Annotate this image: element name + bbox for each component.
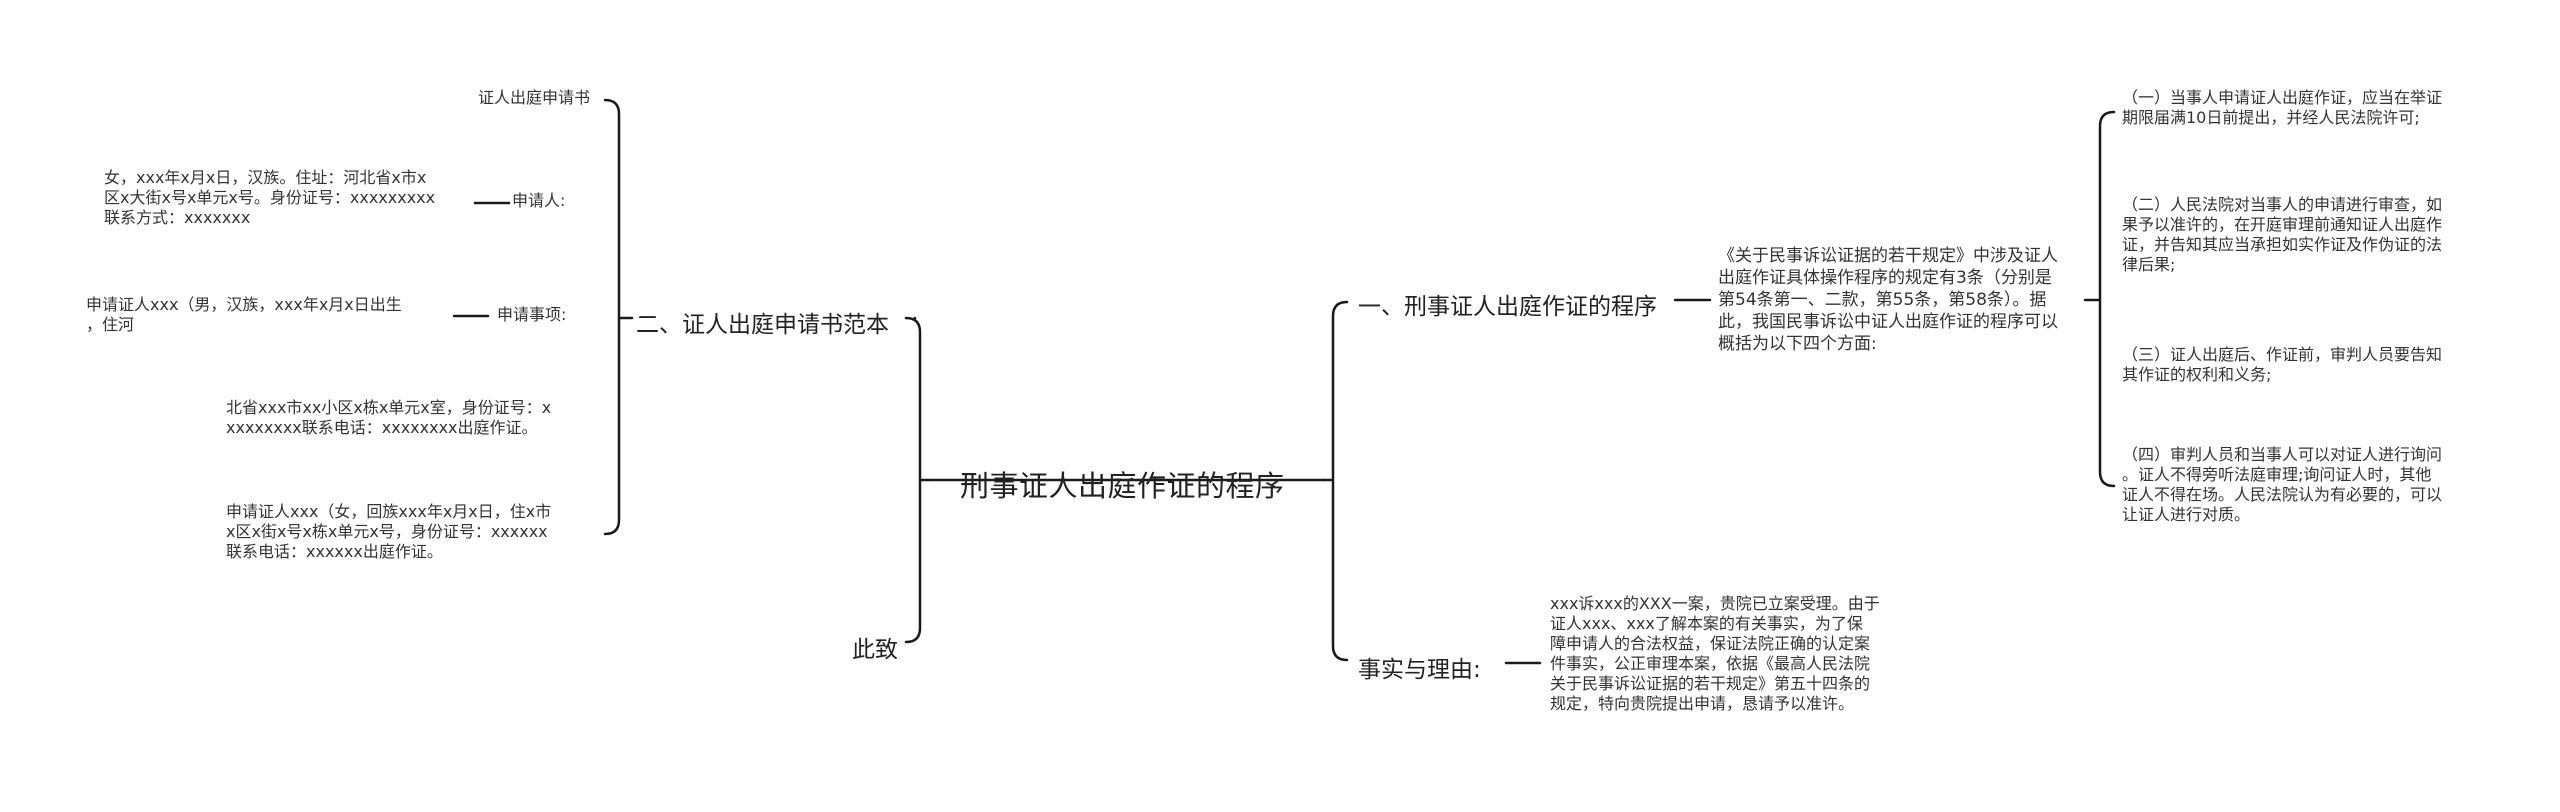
points-bracket	[2083, 110, 2116, 488]
procedure-intro: 《关于民事诉讼证据的若干规定》中涉及证人 出庭作证具体操作程序的规定有3条（分别…	[1718, 246, 2058, 354]
closing-node: 此致	[852, 637, 898, 663]
central-topic: 刑事证人出庭作证的程序	[960, 469, 1285, 503]
point-3: （三）证人出庭后、作证前，审判人员要告知 其作证的权利和义务;	[2122, 345, 2443, 384]
procedure-node: 一、刑事证人出庭作证的程序	[1358, 294, 1657, 320]
template-detail-witness-2: 申请证人xxx（女，回族xxx年x月x日，住x市 x区x街x号x栋x单元x号，身…	[226, 502, 552, 561]
facts-body: xxx诉xxx的XXX一案，贵院已立案受理。由于 证人xxx、xxx了解本案的有…	[1550, 594, 1880, 713]
point-4: （四）审判人员和当事人可以对证人进行询问 。证人不得旁听法庭审理;询问证人时，其…	[2122, 445, 2443, 524]
facts-node: 事实与理由:	[1358, 657, 1481, 683]
root-right-bracket	[1323, 300, 1349, 662]
template-node: 二、证人出庭申请书范本	[636, 312, 889, 338]
template-detail-address: 北省xxx市xx小区x栋x单元x室，身份证号：x xxxxxxxx联系电话：xx…	[226, 398, 552, 437]
point-2: （二）人民法院对当事人的申请进行审查，如 果予以准许的，在开庭审理前通知证人出庭…	[2122, 195, 2443, 274]
applicant-detail: 女，xxx年x月x日，汉族。住址：河北省x市x 区x大街x号x单元x号。身份证号…	[104, 168, 436, 227]
root-left-bracket	[904, 316, 930, 644]
template-item-applicant: 申请人:	[512, 191, 566, 210]
template-item-matter: 申请事项:	[497, 305, 567, 324]
template-item-title: 证人出庭申请书	[477, 88, 590, 107]
point-1: （一）当事人申请证人出庭作证，应当在举证 期限届满10日前提出，并经人民法院许可…	[2122, 88, 2443, 127]
matter-detail: 申请证人xxx（男，汉族，xxx年x月x日出生 ，住河	[86, 295, 402, 334]
